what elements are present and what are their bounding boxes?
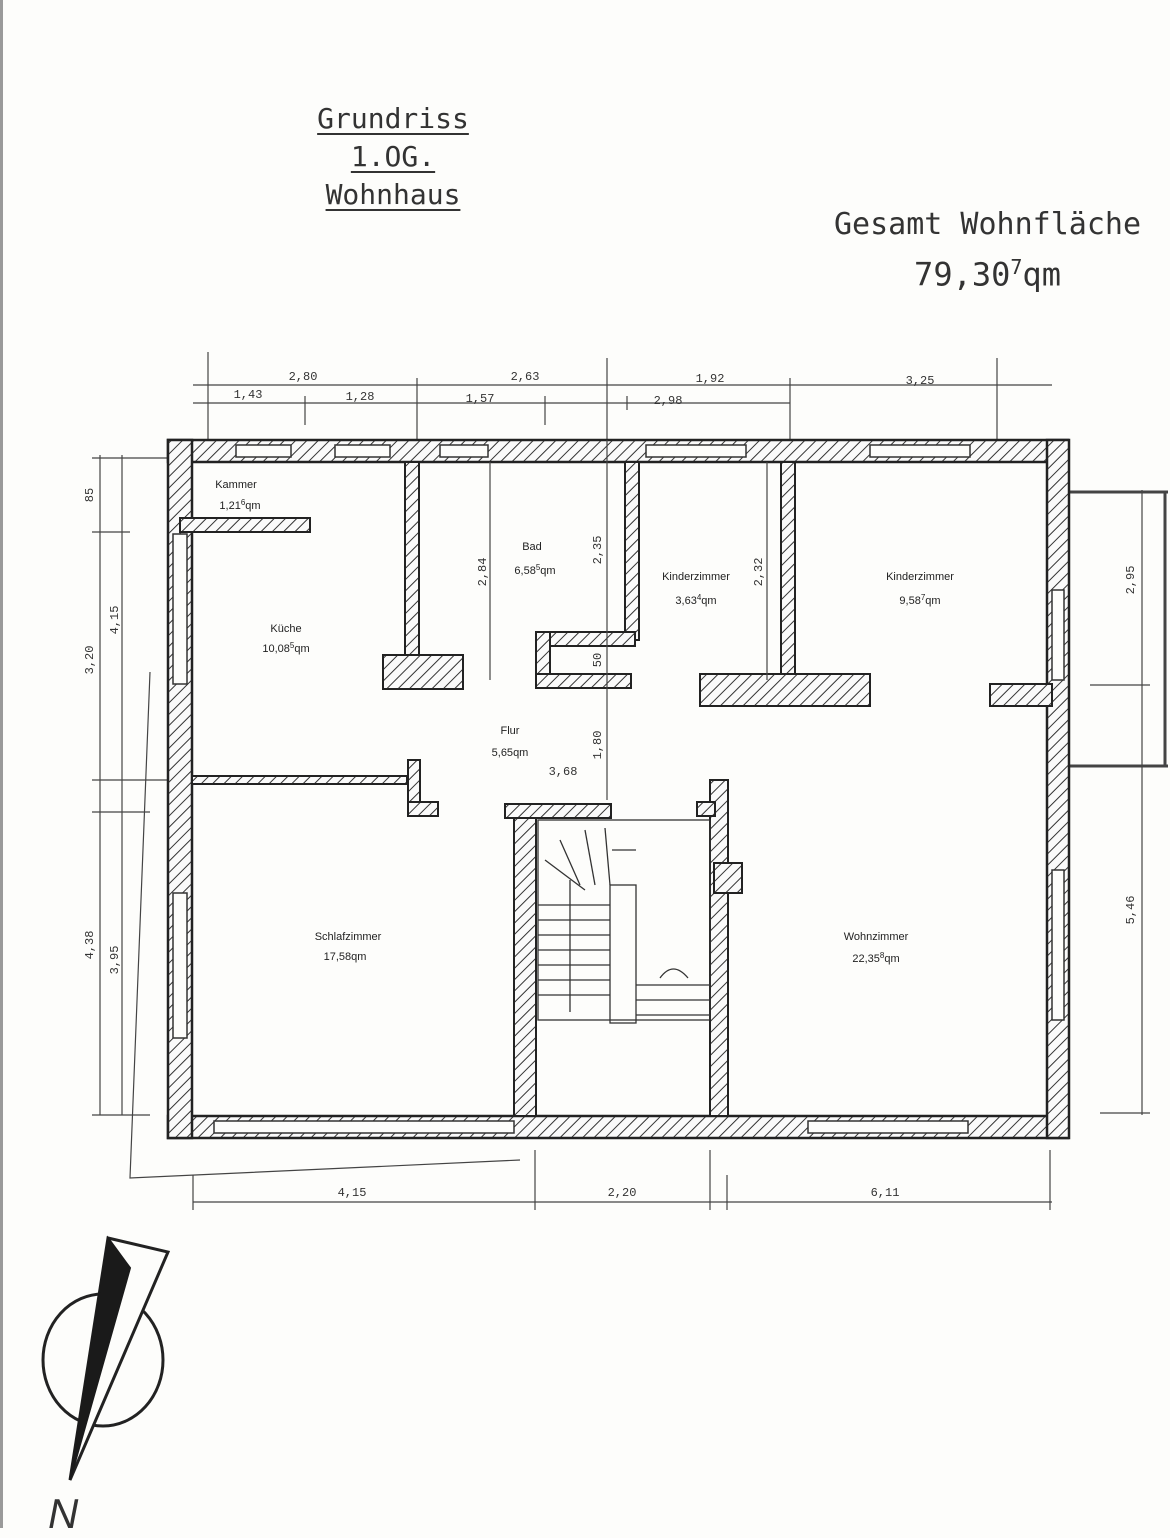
dim-interior-2: 2,35	[591, 536, 605, 565]
room-kinderzimmer-large: Kinderzimmer 9,587qm	[886, 571, 954, 607]
dim-left-4: 4,38	[83, 931, 97, 960]
left-dimension-lines	[92, 455, 521, 1179]
dim-left-3: 3,20	[83, 646, 97, 675]
staircase	[537, 819, 711, 1024]
north-arrow-icon	[41, 1235, 171, 1481]
plan-title-line2: Wohnhaus	[325, 178, 461, 211]
dim-interior-5: 1,80	[591, 731, 605, 760]
dim-interior-3: 2,32	[752, 558, 766, 587]
dim-top-inner-2: 1,28	[346, 390, 375, 404]
scan-edge	[0, 0, 3, 1528]
dim-top-2: 2,63	[511, 370, 540, 384]
dim-left-1: 85	[83, 488, 97, 502]
dim-bottom-3: 6,11	[871, 1186, 900, 1200]
room-kammer: Kammer 1,216qm	[215, 479, 260, 512]
dim-top-inner-3: 1,57	[466, 392, 495, 406]
total-area-label: Gesamt Wohnfläche	[833, 207, 1142, 242]
dim-top-inner-4: 2,98	[654, 394, 683, 408]
svg-text:Wohnzimmer: Wohnzimmer	[844, 931, 909, 943]
bottom-dimension-lines	[192, 1150, 1052, 1210]
svg-text:9,587qm: 9,587qm	[899, 593, 940, 607]
dim-interior-6: 3,68	[549, 765, 578, 779]
dim-top-3: 1,92	[696, 372, 725, 386]
svg-text:6,585qm: 6,585qm	[514, 563, 555, 577]
dim-interior-4: 50	[591, 653, 605, 667]
dim-top-4: 3,25	[906, 374, 935, 388]
dim-top-1: 2,80	[289, 370, 318, 384]
dim-left-2: 4,15	[108, 606, 122, 635]
room-kueche: Küche 10,085qm	[262, 623, 309, 655]
dim-right-1: 2,95	[1124, 566, 1138, 595]
total-area-value: 79,307qm	[914, 255, 1061, 294]
room-kinderzimmer-small: Kinderzimmer 3,634qm	[662, 571, 730, 607]
svg-text:22,358qm: 22,358qm	[852, 951, 899, 965]
dim-right-2: 5,46	[1124, 896, 1138, 925]
room-wohnzimmer: Wohnzimmer 22,358qm	[844, 931, 909, 965]
svg-text:Bad: Bad	[522, 541, 542, 553]
right-dimension-lines	[1070, 490, 1168, 1115]
plan-title-line1: Grundriss 1.OG.	[317, 102, 469, 173]
dim-top-inner-1: 1,43	[234, 388, 263, 402]
dimension-labels: 2,80 2,63 1,92 3,25 1,43 1,28 1,57 2,98 …	[83, 370, 1138, 1200]
door-lines	[489, 440, 768, 800]
svg-text:3,634qm: 3,634qm	[675, 593, 716, 607]
room-flur: Flur 5,65qm	[492, 725, 529, 759]
dim-bottom-1: 4,15	[338, 1186, 367, 1200]
svg-text:Kammer: Kammer	[215, 479, 257, 491]
svg-text:Schlafzimmer: Schlafzimmer	[315, 931, 382, 943]
north-label: N	[48, 1490, 79, 1537]
room-bad: Bad 6,585qm	[514, 541, 555, 577]
dim-interior-1: 2,84	[476, 558, 490, 587]
dim-left-5: 3,95	[108, 946, 122, 975]
svg-text:17,58qm: 17,58qm	[324, 951, 367, 963]
svg-text:5,65qm: 5,65qm	[492, 747, 529, 759]
svg-text:Küche: Küche	[270, 623, 301, 635]
room-schlafzimmer: Schlafzimmer 17,58qm	[315, 931, 382, 963]
interior-walls	[179, 461, 1053, 1117]
total-area: Gesamt Wohnfläche 79,307qm	[830, 205, 1145, 297]
dim-bottom-2: 2,20	[608, 1186, 637, 1200]
svg-text:Kinderzimmer: Kinderzimmer	[662, 571, 730, 583]
windows	[172, 444, 1065, 1134]
svg-text:1,216qm: 1,216qm	[219, 498, 260, 512]
svg-text:10,085qm: 10,085qm	[262, 641, 309, 655]
plan-title: Grundriss 1.OG. Wohnhaus	[268, 100, 518, 214]
room-labels: Kammer 1,216qm Bad 6,585qm Kinderzimmer …	[215, 479, 954, 965]
top-dimension-lines	[193, 352, 1052, 440]
svg-text:Flur: Flur	[501, 725, 520, 737]
exterior-walls	[166, 438, 1071, 1140]
svg-text:Kinderzimmer: Kinderzimmer	[886, 571, 954, 583]
